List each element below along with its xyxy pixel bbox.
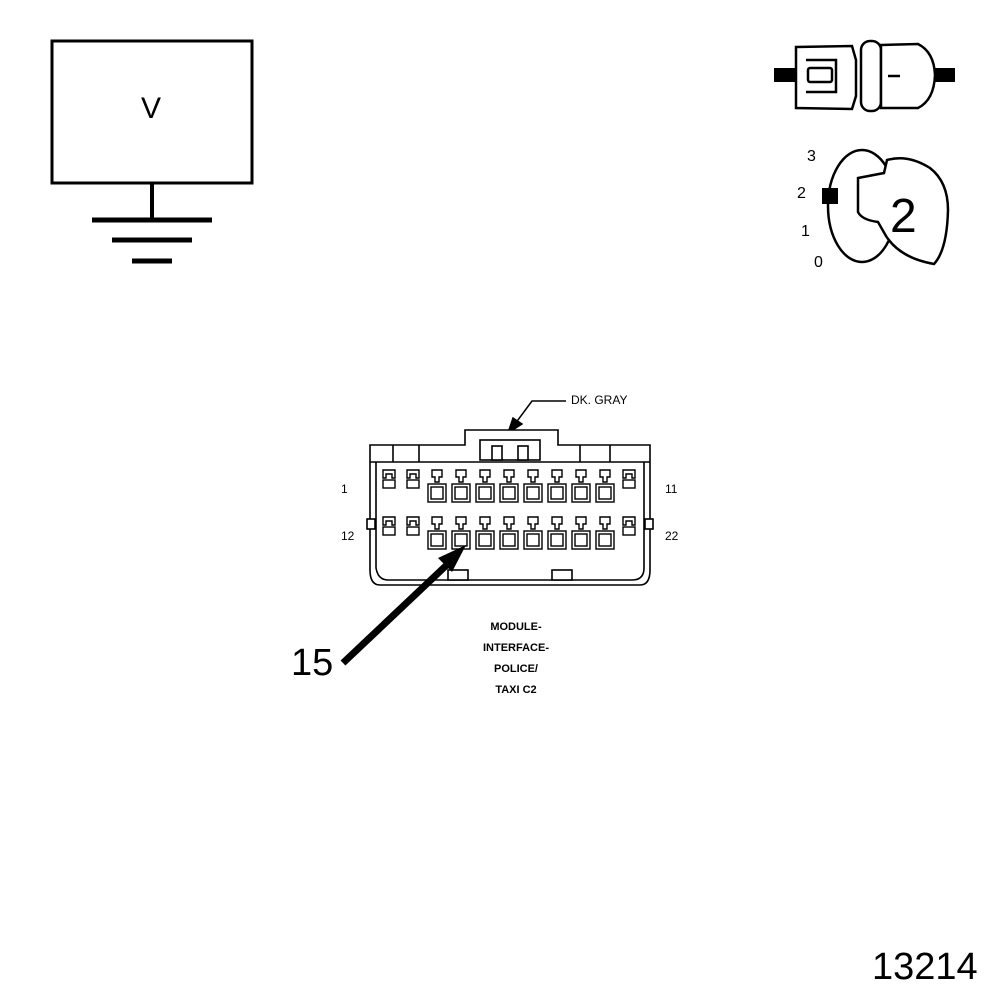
connector-pin-8 [547, 469, 567, 503]
connector-pin-16 [475, 516, 495, 550]
meter-symbol: V [141, 92, 162, 125]
backprobe-connector-icon [774, 39, 955, 113]
connector-pin-20 [571, 516, 591, 550]
connector-name-line-3: POLICE/ [493, 663, 538, 675]
wire-color-label: DK. GRAY [571, 393, 628, 407]
connector-pin-2 [406, 469, 420, 489]
connector-pin-22 [622, 516, 636, 536]
connector-pin-15 [451, 516, 471, 550]
connector-pin-12 [382, 516, 396, 536]
ignition-position-2: 2 [797, 185, 806, 202]
ignition-key-icon [822, 148, 950, 266]
figure-number: 13214 [872, 946, 978, 988]
connector-pin-13 [406, 516, 420, 536]
connector-pin-7 [523, 469, 543, 503]
connector-pin-4 [451, 469, 471, 503]
pin-label-22: 22 [665, 529, 679, 543]
connector-name: MODULE- INTERFACE- POLICE/ TAXI C2 [450, 617, 582, 701]
wire-color-leader [506, 400, 566, 435]
connector-name-line-1: MODULE- [490, 621, 542, 633]
connector-pin-14 [427, 516, 447, 550]
voltmeter-icon [50, 39, 254, 264]
connector-pin-1 [382, 469, 396, 489]
connector-pin-3 [427, 469, 447, 503]
connector-pin-10 [595, 469, 615, 503]
ignition-key-number: 2 [890, 190, 917, 243]
connector-pins [382, 469, 636, 550]
callout-number: 15 [291, 642, 334, 684]
ignition-position-3: 3 [807, 148, 816, 165]
ignition-position-1: 1 [801, 223, 810, 240]
connector-pin-9 [571, 469, 591, 503]
connector-pin-18 [523, 516, 543, 550]
connector-pin-21 [595, 516, 615, 550]
connector-pin-19 [547, 516, 567, 550]
pin-label-12: 12 [341, 529, 355, 543]
connector-name-line-2: INTERFACE- [483, 642, 549, 654]
connector-pin-11 [622, 469, 636, 489]
connector-name-line-4: TAXI C2 [495, 684, 537, 696]
pin-label-11: 11 [665, 482, 678, 496]
connector-face [366, 429, 654, 586]
connector-pin-5 [475, 469, 495, 503]
pin-label-1: 1 [341, 482, 348, 496]
connector-pin-6 [499, 469, 519, 503]
probe-arrow [340, 545, 466, 666]
connector-pin-17 [499, 516, 519, 550]
ignition-position-0: 0 [814, 254, 823, 271]
